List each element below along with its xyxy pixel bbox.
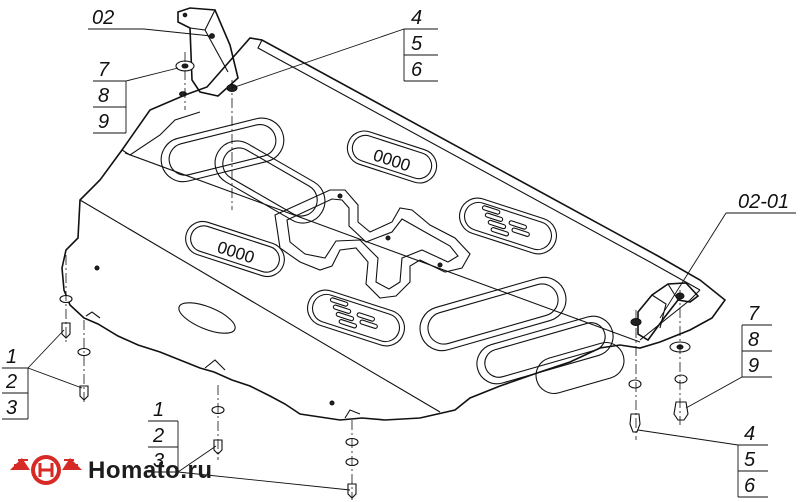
badge-zeros-left: 0000 <box>185 220 285 278</box>
bracket-02 <box>177 7 239 97</box>
wings-emblem-icon <box>10 455 82 485</box>
callout-label: 4 <box>411 7 422 29</box>
homato-logo: Homato.ru <box>10 455 213 485</box>
hardware-bottom-mid <box>211 405 359 499</box>
badge-slots-bottom <box>307 289 405 347</box>
callout-label: 7 <box>748 303 760 325</box>
callout-label: 5 <box>744 449 756 471</box>
callout-label: 9 <box>748 355 759 377</box>
stamped-ribs <box>160 117 625 394</box>
callout-02-01: 02-01 <box>659 191 796 319</box>
callout-1-2-3-bottom: 1 2 3 <box>148 399 351 491</box>
callout-label: 5 <box>411 33 423 55</box>
callout-label: 9 <box>98 111 109 133</box>
callout-label: 6 <box>744 475 756 497</box>
callout-label: 2 <box>152 425 164 447</box>
logo-text: Homato.ru <box>88 457 213 484</box>
callout-label: 1 <box>153 399 164 421</box>
badge-zeros-top: 0000 <box>346 130 438 184</box>
bracket-02-01 <box>637 282 700 342</box>
callout-label: 3 <box>6 397 17 419</box>
callout-label: 3 <box>153 450 164 472</box>
plate-outline <box>61 37 727 421</box>
callout-4-5-6-bottom: 4 5 6 <box>637 423 768 498</box>
callout-label: 6 <box>411 59 423 81</box>
callout-label: 7 <box>98 59 110 81</box>
callout-label: 02 <box>92 7 114 29</box>
callout-7-8-9-right: 7 8 9 <box>685 303 772 409</box>
callout-label: 2 <box>5 371 17 393</box>
callout-7-8-9-top: 7 8 9 <box>93 59 179 134</box>
callout-1-2-3-left: 1 2 3 <box>2 329 83 420</box>
badge-slots-right <box>459 197 557 255</box>
hardware-left <box>59 294 91 401</box>
callout-label: 1 <box>6 346 17 368</box>
callout-label: 8 <box>748 329 759 351</box>
callout-4-5-6-top: 4 5 6 <box>231 7 438 89</box>
centerlines <box>65 52 681 500</box>
hardware-right-bracket <box>628 292 691 433</box>
callout-02: 02 <box>88 7 212 37</box>
callout-label: 02-01 <box>738 191 789 213</box>
callout-label: 8 <box>98 85 109 107</box>
callout-label: 4 <box>744 423 755 445</box>
